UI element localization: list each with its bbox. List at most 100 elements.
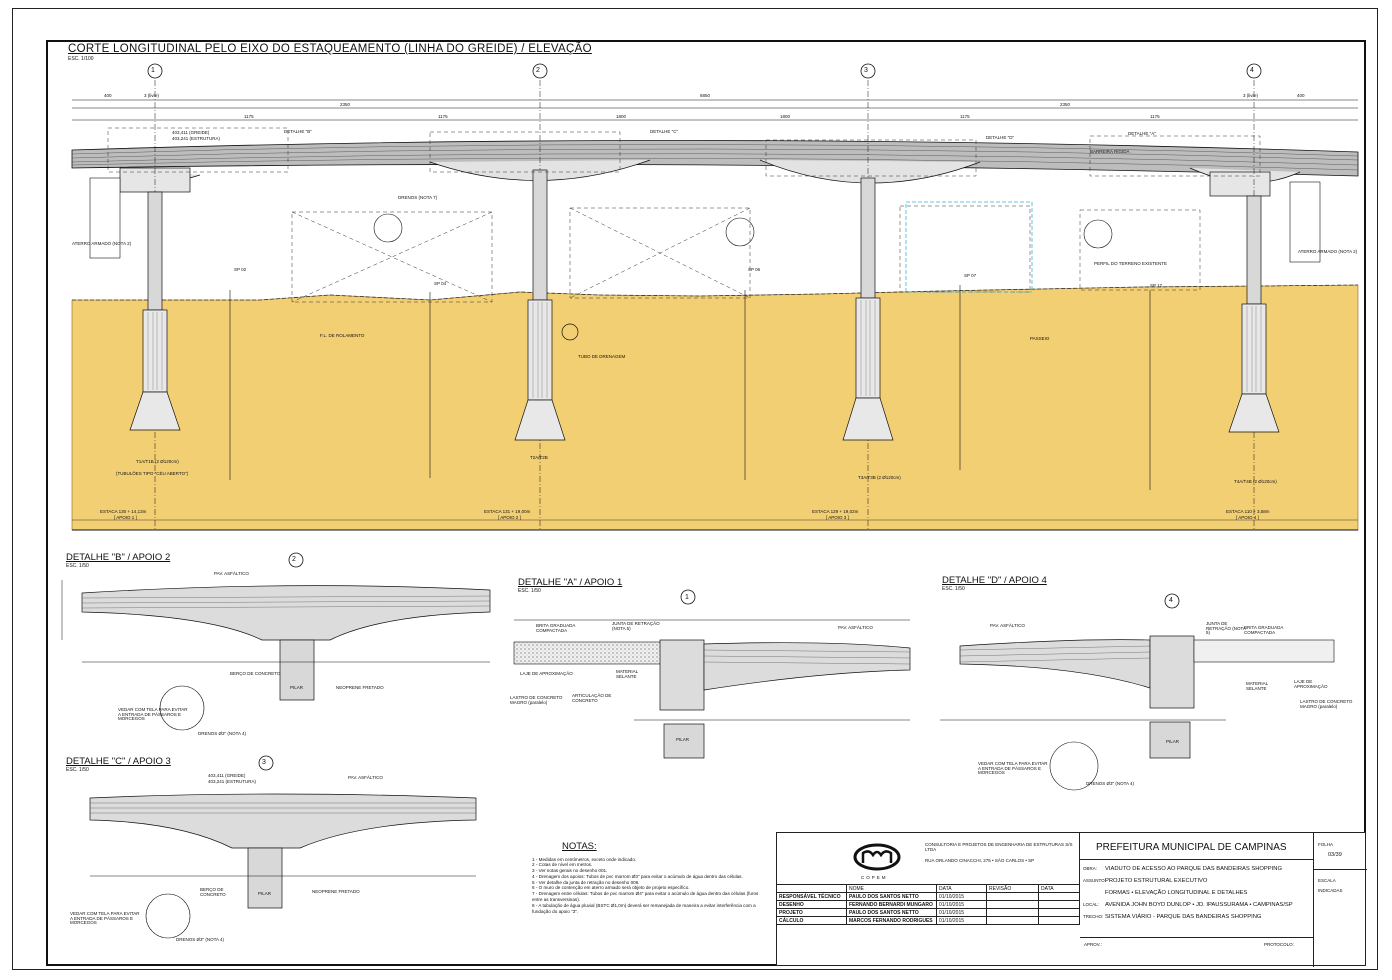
project-field-value: PROJETO ESTRUTURAL EXECUTIVO [1105, 878, 1208, 884]
project-field-row: TRECHO:SISTEMA VIÁRIO - PARQUE DAS BANDE… [1080, 911, 1313, 923]
aterro-left-label: ATERRO ARMADO (NOTA 2) [72, 241, 132, 246]
estaca-3: ESTACA 129 + 19,02m [812, 509, 859, 514]
notes-list: 1 - Medidas em centímetros, exceto onde … [532, 857, 764, 915]
detail-a-axis: 1 [685, 594, 689, 601]
personnel-cell: 01/10/2015 [937, 901, 987, 909]
client-name: PREFEITURA MUNICIPAL DE CAMPINAS [1096, 842, 1287, 853]
personnel-cell: 01/10/2015 [937, 917, 987, 925]
detail-d-material: MATERIAL SELANTE [1246, 681, 1269, 691]
title-block: COPEM CONSULTORIA E PROJETOS DE ENGENHAR… [776, 832, 1367, 967]
personnel-cell [987, 901, 1039, 909]
dim-mid-0: 2350 [340, 102, 351, 107]
detail-b-berco: BERÇO DE CONCRETO [230, 671, 281, 676]
aterro-right-label: ATERRO ARMADO (NOTA 2) [1298, 249, 1358, 254]
sounding-sp07: SP 07 [964, 273, 977, 278]
project-field-value: VIADUTO DE ACESSO AO PARQUE DAS BANDEIRA… [1105, 866, 1282, 872]
terrain-profile [72, 284, 1359, 301]
project-field-row: ASSUNTO:PROJETO ESTRUTURAL EXECUTIVO [1080, 875, 1313, 887]
personnel-cell: CÁLCULO [777, 917, 847, 925]
axis-label-2: 2 [536, 67, 540, 74]
personnel-cell: NOME [847, 885, 937, 893]
project-field-value: FORMAS • ELEVAÇÃO LONGITUDINAL E DETALHE… [1105, 890, 1248, 896]
detail-b-scale: ESC. 1/50 [66, 563, 89, 569]
detail-c-title: DETALHE "C" / APOIO 3 [66, 756, 171, 767]
personnel-cell: PAULO DOS SANTOS NETTO [847, 893, 937, 901]
note-item: 2 - Cotas de nível em metros. [532, 862, 593, 868]
notes-title: NOTAS: [562, 841, 597, 852]
project-field-value: AVENIDA JOHN BOYD DUNLOP • JD. IPAUSSURA… [1105, 902, 1293, 908]
detail-b-pilar: PILAR [290, 685, 304, 690]
detail-d-callout: DETALHE "D" [986, 135, 1015, 140]
detail-c-neoprene: NEOPRENE FRETADO [312, 889, 360, 894]
detail-c-vedar: VEDAR COM TELA PARA EVITAR A ENTRADA DE … [70, 911, 140, 925]
protocol-label: PROTOCOLO: [1264, 942, 1294, 947]
personnel-cell: DATA [1039, 885, 1080, 893]
detail-b-vedar: VEDAR COM TELA PARA EVITAR A ENTRADA DE … [118, 707, 188, 721]
dim-mid-1: 2350 [1060, 102, 1071, 107]
company-logo [853, 843, 901, 871]
apoio-3: [ APOIO 3 ] [826, 515, 849, 520]
personnel-cell [1039, 909, 1080, 917]
personnel-cell: MARCOS FERNANDO RODRIGUES [847, 917, 937, 925]
personnel-cell: DATA [937, 885, 987, 893]
detail-a-material: MATERIAL SELANTE [616, 669, 639, 679]
logo-area: COPEM CONSULTORIA E PROJETOS DE ENGENHAR… [777, 833, 1080, 885]
apoio-2: [ APOIO 2 ] [498, 515, 521, 520]
detail-d-brita: BRITA GRADUADA COMPACTADA [1244, 625, 1284, 635]
dim-span-4: 1175 [960, 114, 970, 119]
project-field-label: TRECHO: [1083, 914, 1104, 919]
note-item: 4 - Drenagem dos apoios: Tubos de pvc ma… [532, 873, 743, 879]
axis-label-1: 1 [151, 67, 155, 74]
detail-c-pilar: PILAR [258, 891, 272, 896]
drenos-label: DRENOS (NOTA 7) [398, 195, 438, 200]
estaca-1: ESTACA 130 + 14,13m [100, 509, 147, 514]
personnel-cell: RESPONSÁVEL TÉCNICO [777, 893, 847, 901]
axis-bubbles [147, 63, 1262, 79]
rolamento-label: F.L. DE ROLAMENTO [320, 333, 365, 338]
detail-a-title: DETALHE "A" / APOIO 1 [518, 577, 623, 588]
project-field-row: OBRA:VIADUTO DE ACESSO AO PARQUE DAS BAN… [1080, 863, 1313, 875]
note-item: 1 - Medidas em centímetros, exceto onde … [532, 856, 637, 862]
dim-top-4: 400 [1297, 93, 1305, 98]
personnel-cell [987, 917, 1039, 925]
detail-c-greide: 403,411 (GREIDE) [208, 773, 246, 778]
detail-d-pilar: PILAR [1166, 739, 1180, 744]
company-address: RUA ORLANDO CINACCHI, 275 • SÃO CARLOS •… [925, 858, 1035, 863]
detail-a-lastro: LASTRO DE CONCRETO MAGRO (paralelo) [510, 695, 563, 705]
sounding-sp17: SP 17 [1150, 283, 1163, 288]
logo-text: COPEM [861, 875, 888, 880]
personnel-cell: 01/10/2015 [937, 909, 987, 917]
detail-a-pav: PAV. ASFÁLTICO [838, 625, 873, 630]
foundation-t1: T1A/T1B (2 Ø120cm) [136, 459, 179, 464]
detail-d-title: DETALHE "D" / APOIO 4 [942, 575, 1047, 586]
detail-c-axis: 3 [262, 759, 266, 766]
detail-d-pav: PAV. ASFÁLTICO [990, 623, 1025, 628]
personnel-cell: PAULO DOS SANTOS NETTO [847, 909, 937, 917]
dim-span-5: 1175 [1150, 114, 1160, 119]
detail-b-pav: PAV. ASFÁLTICO [214, 571, 249, 576]
personnel-cell: FERNANDO BERNARDI MUNGARO [847, 901, 937, 909]
personnel-cell: PROJETO [777, 909, 847, 917]
project-field-row: LOCAL:AVENIDA JOHN BOYD DUNLOP • JD. IPA… [1080, 899, 1313, 911]
passeio-label: PASSEIO [1030, 336, 1050, 341]
dim-span-1: 1175 [438, 114, 448, 119]
apoio-4: [ APOIO 4 ] [1236, 515, 1259, 520]
personnel-cell [987, 909, 1039, 917]
scale-label: ESCALA [1318, 878, 1336, 883]
detail-d-axis: 4 [1169, 597, 1173, 604]
notes-block: NOTAS: 1 - Medidas em centímetros, excet… [532, 842, 764, 914]
detail-b-title: DETALHE "B" / APOIO 2 [66, 552, 171, 563]
inner-frame [46, 40, 1366, 966]
personnel-cell [1039, 901, 1080, 909]
note-item: 6 - O muro de contenção em aterro armado… [532, 885, 690, 891]
dim-span-3: 1800 [780, 114, 791, 119]
note-item: 5 - Ver detalhe da junta de retração no … [532, 879, 640, 885]
estaca-4: ESTACA 110 + 3,58m [1226, 509, 1270, 514]
perfil-label: PERFIL DO TERRENO EXISTENTE [1094, 261, 1168, 266]
dim-top-0: 400 [104, 93, 112, 98]
note-item: 3 - Ver notas gerais no desenho 001. [532, 868, 608, 874]
dim-top-1: 3 (livre) [144, 93, 160, 98]
personnel-cell [777, 885, 847, 893]
